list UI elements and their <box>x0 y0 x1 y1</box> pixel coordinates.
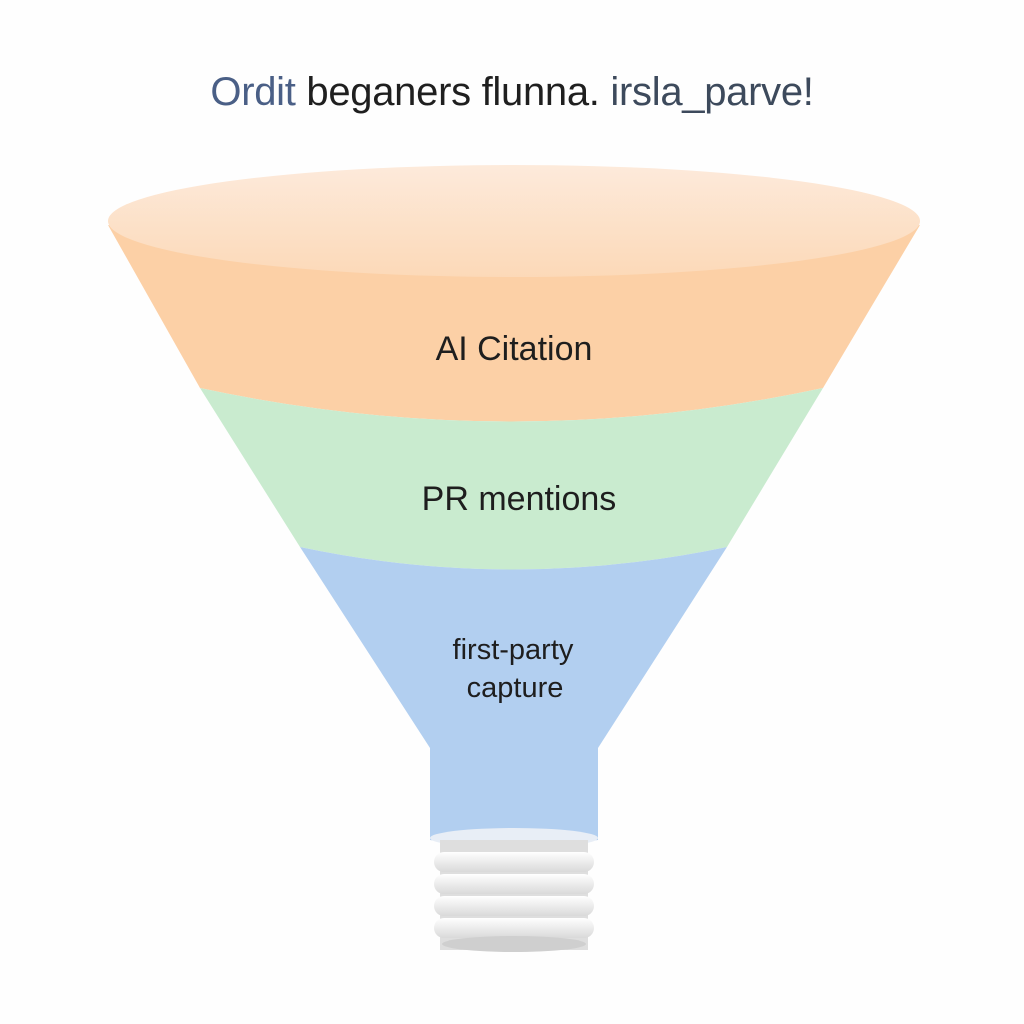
title-part-1: Ordit <box>210 70 296 114</box>
stage-label-first-party-capture: first-party capture <box>453 634 582 704</box>
funnel-stage-ai-citation <box>108 225 920 422</box>
funnel-stage-pr-mentions <box>200 388 823 570</box>
title-part-2: beganers flunna. <box>295 70 600 114</box>
funnel-stage-first-party-capture <box>300 547 727 846</box>
stage-label-ai-citation: AI Citation <box>436 330 593 368</box>
title-part-3: irsla_parve! <box>599 70 814 114</box>
funnel-spout-coil <box>430 828 598 952</box>
diagram-title: Ordit beganers flunna. irsla_parve! <box>0 70 1024 115</box>
funnel-rim <box>108 165 920 277</box>
stage-label-pr-mentions: PR mentions <box>422 480 617 518</box>
